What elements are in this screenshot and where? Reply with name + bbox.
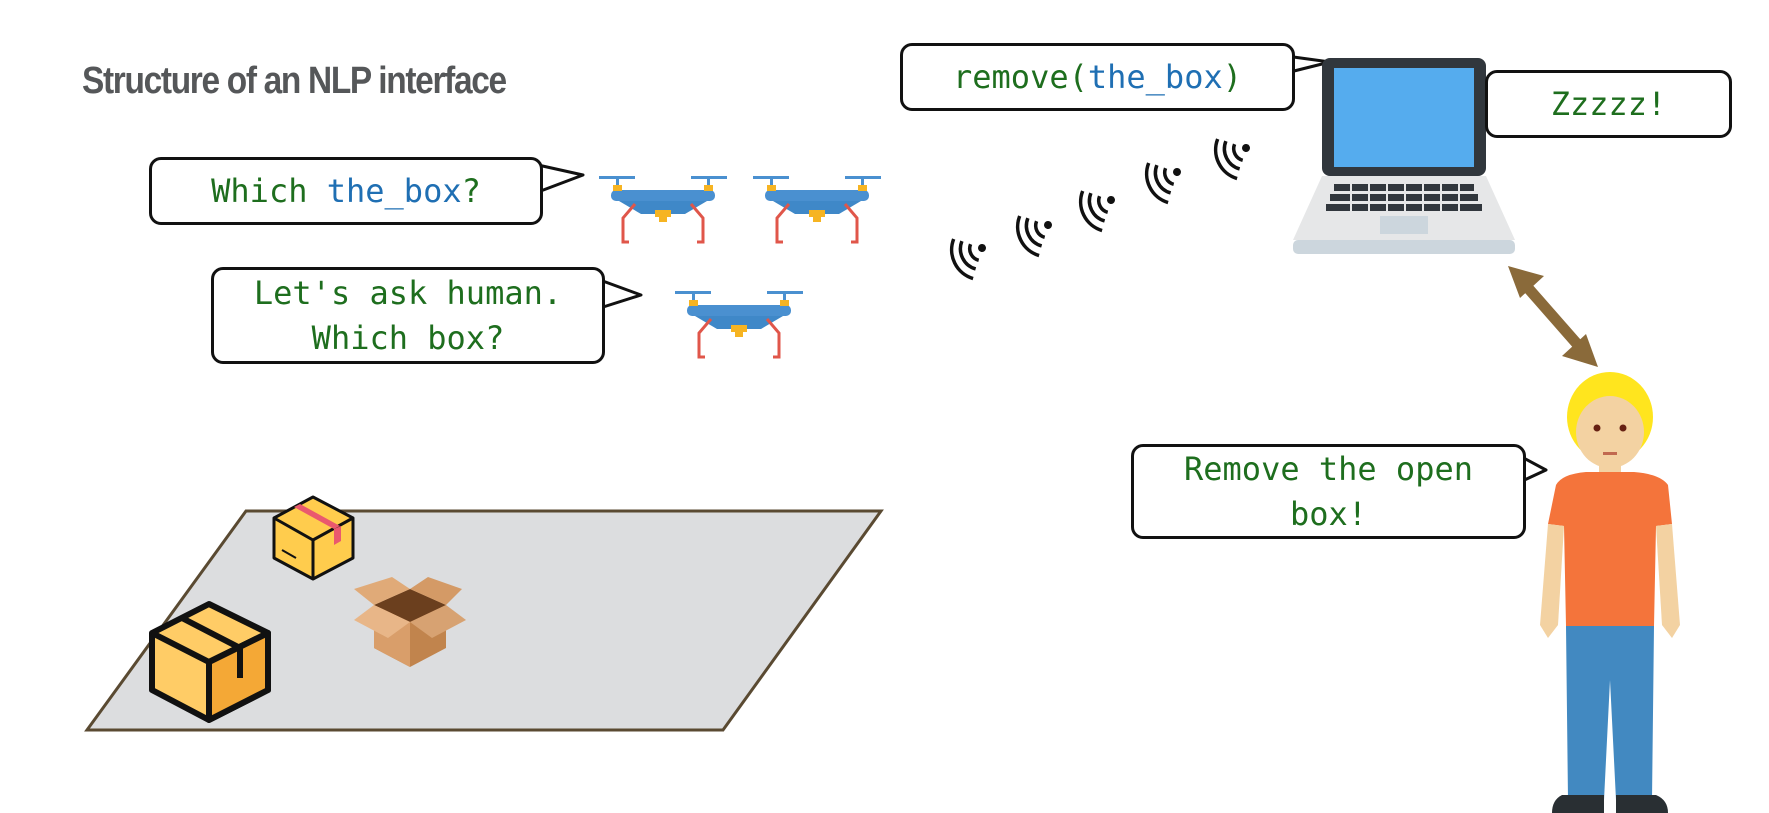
speech-line-2: box! <box>1289 494 1368 533</box>
speech-line: Which the_box? <box>211 171 481 210</box>
speech-line: Zzzzz! <box>1550 84 1667 123</box>
wifi-signal-icon <box>1071 177 1128 237</box>
speech-line: remove(the_box) <box>953 57 1242 96</box>
drone-icon <box>597 174 729 244</box>
wifi-signal-icon <box>1008 202 1065 262</box>
bubble-tail <box>598 278 643 310</box>
double-arrow-icon <box>1508 266 1598 367</box>
drone-speech-bubble: Which the_box? <box>149 157 543 225</box>
drone-icon <box>751 174 883 244</box>
human-speech-bubble: Remove the open box! <box>1131 444 1526 539</box>
page-title: Structure of an NLP interface <box>82 60 507 102</box>
wifi-signal-icon <box>1137 149 1194 209</box>
closed-box-icon <box>272 495 355 581</box>
wifi-signal-icon <box>942 225 999 285</box>
open-box-icon <box>354 577 466 667</box>
speech-line-2: Which box? <box>311 318 505 357</box>
closed-box-icon <box>149 601 271 723</box>
drone-speech-bubble: Let's ask human. Which box? <box>211 267 605 364</box>
drone-icon <box>673 289 805 359</box>
command-speech-bubble: remove(the_box) <box>900 43 1295 111</box>
person-icon <box>1540 372 1680 813</box>
wifi-signal-icon <box>1206 125 1263 185</box>
laptop-speech-bubble: Zzzzz! <box>1485 70 1732 138</box>
bubble-tail <box>536 163 585 194</box>
speech-line-1: Remove the open <box>1184 449 1473 488</box>
speech-line-1: Let's ask human. <box>253 273 563 312</box>
laptop-icon <box>1293 58 1515 254</box>
